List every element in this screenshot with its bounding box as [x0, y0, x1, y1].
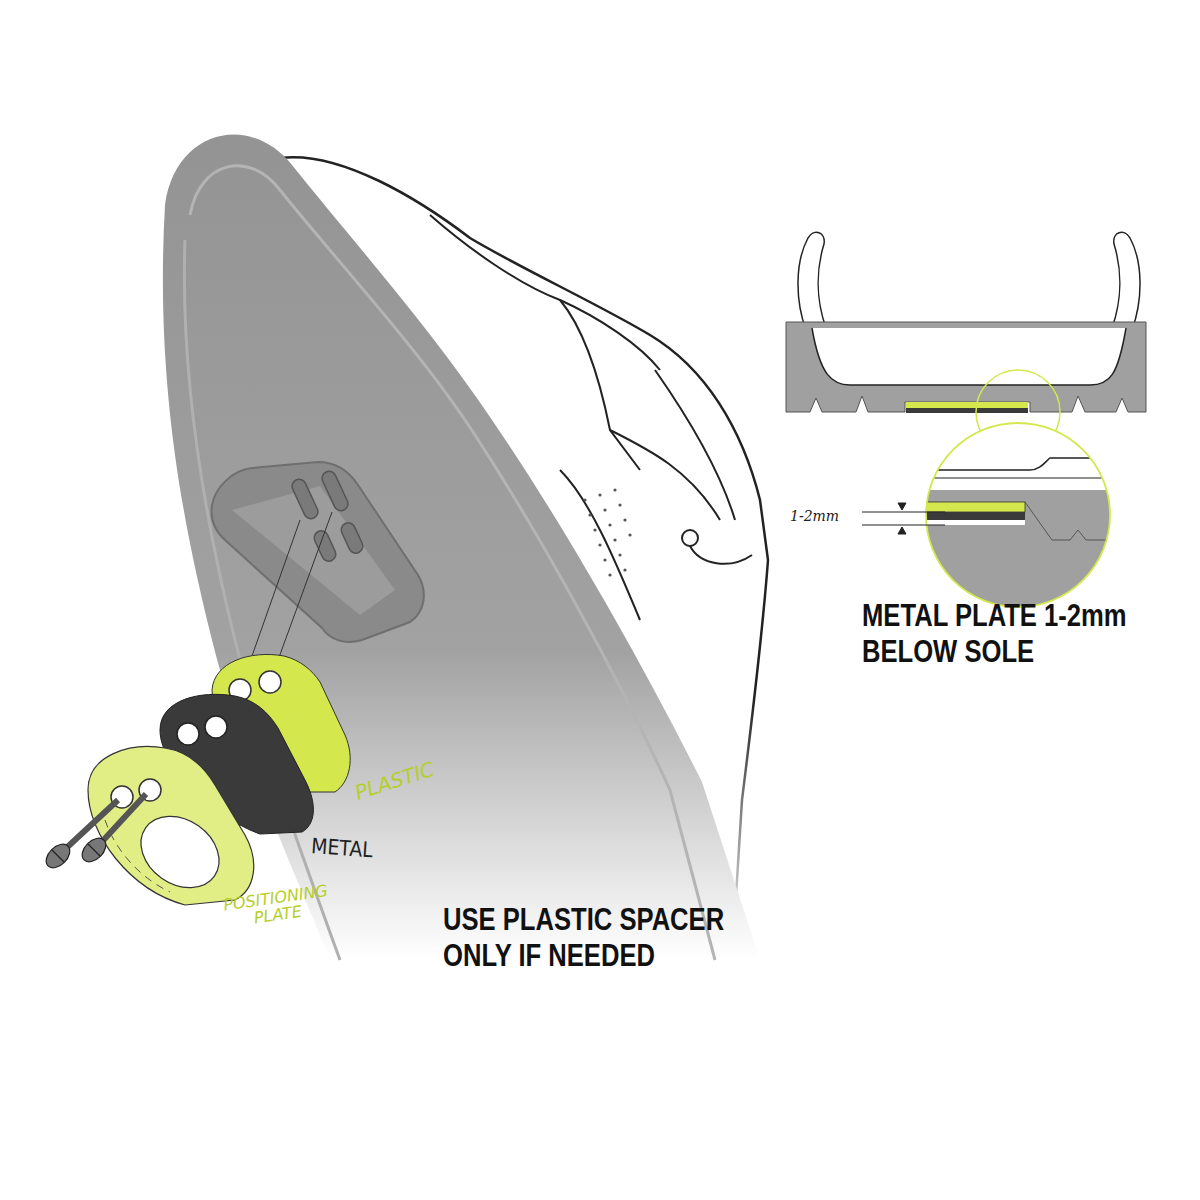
- part-label: POSITIONING PLATE: [220, 883, 334, 932]
- part-label: PLASTIC: [352, 748, 464, 805]
- zoom-detail: [862, 420, 1120, 620]
- positioning-plate: [88, 747, 254, 905]
- dimension-label: 1-2mm: [790, 508, 860, 525]
- note-text: USE PLASTIC SPACER ONLY IF NEEDED: [443, 902, 779, 974]
- shoe-sole: [163, 135, 760, 960]
- shoe-cross-section: [786, 232, 1146, 454]
- part-label: METAL: [310, 834, 402, 865]
- note-text: METAL PLATE 1-2mm BELOW SOLE: [862, 598, 1198, 670]
- screws: [42, 794, 146, 872]
